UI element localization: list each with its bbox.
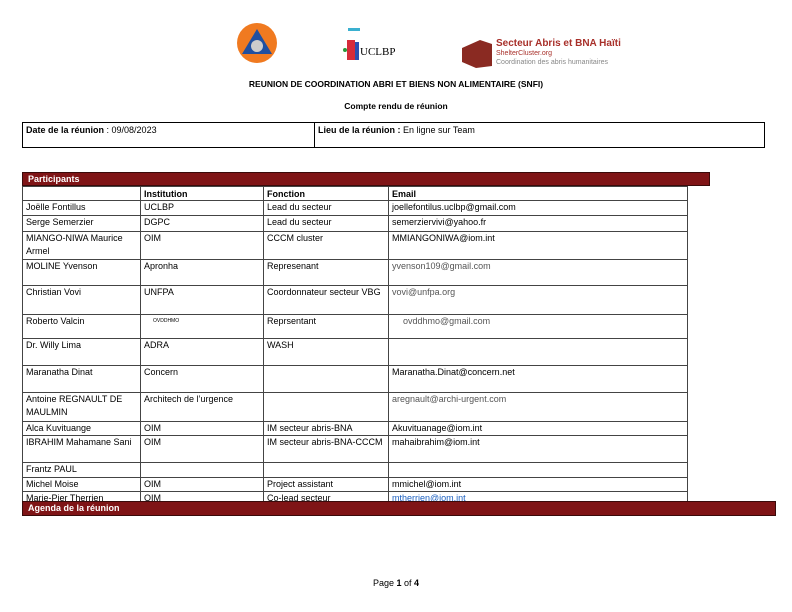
institution-cell: OVDDHMO <box>140 313 264 339</box>
institution-cell: ADRA <box>140 337 264 366</box>
meeting-location: Lieu de la réunion : En ligne sur Team <box>318 125 475 135</box>
email-cell: aregnault@archi-urgent.com <box>388 391 688 422</box>
fonction-cell <box>263 364 389 393</box>
document-title: REUNION DE COORDINATION ABRI ET BIENS NO… <box>248 79 544 89</box>
institution-cell <box>140 462 264 478</box>
email-cell: semerziervivi@yahoo.fr <box>388 214 688 232</box>
participant-name-cell: Antoine REGNAULT DE MAULMIN <box>22 391 141 422</box>
participant-name-cell: Frantz PAUL <box>22 462 141 478</box>
participant-name-cell: MIANGO-NIWA Maurice Armel <box>22 230 141 260</box>
participant-name-cell: Roberto Valcin <box>22 313 141 339</box>
email-cell: yvenson109@gmail.com <box>388 258 688 286</box>
participants-header: Participants <box>22 172 710 186</box>
email-cell: mmichel@iom.int <box>388 476 688 492</box>
participants-table: Institution Fonction Email Joëlle Fontil… <box>22 186 688 507</box>
email-cell <box>388 337 688 366</box>
shelter-cluster-logo: Secteur Abris et BNA Haïti ShelterCluste… <box>462 38 632 70</box>
participant-name-cell: Dr. Willy Lima <box>22 337 141 366</box>
participant-name-cell: IBRAHIM Mahamane Sani <box>22 435 141 463</box>
email-cell: vovi@unfpa.org <box>388 284 688 315</box>
institution-cell: Architech de l’urgence <box>140 391 264 422</box>
meeting-date: Date de la réunion : 09/08/2023 <box>23 123 315 147</box>
institution-cell: OIM <box>140 476 264 492</box>
uclbp-logo: UCLBP <box>342 28 402 64</box>
email-cell: joellefontilus.uclbp@gmail.com <box>388 200 688 216</box>
fonction-cell: Project assistant <box>263 476 389 492</box>
institution-cell: Concern <box>140 364 264 393</box>
fonction-cell: Lead du secteur <box>263 214 389 232</box>
institution-cell: DGPC <box>140 214 264 232</box>
email-cell: MMIANGONIWA@iom.int <box>388 230 688 260</box>
institution-cell: UNFPA <box>140 284 264 315</box>
document-subtitle: Compte rendu de réunion <box>344 101 448 111</box>
fonction-cell <box>263 391 389 422</box>
fonction-cell: IM secteur abris-BNA-CCCM <box>263 435 389 463</box>
fonction-cell <box>263 462 389 478</box>
table-row: Frantz PAUL <box>22 462 688 478</box>
dpc-logo <box>236 22 278 64</box>
email-cell: Maranatha.Dinat@concern.net <box>388 364 688 393</box>
email-cell: ovddhmo@gmail.com <box>388 313 688 339</box>
email-cell: mahaibrahim@iom.int <box>388 435 688 463</box>
participant-name-cell: Maranatha Dinat <box>22 364 141 393</box>
fonction-cell: WASH <box>263 337 389 366</box>
agenda-header: Agenda de la réunion <box>22 501 776 516</box>
participant-name-cell: Michel Moise <box>22 476 141 492</box>
participant-name-cell: Alca Kuvituange <box>22 420 141 436</box>
fonction-cell: Reprsentant <box>263 313 389 339</box>
participant-name-cell: MOLINE Yvenson <box>22 258 141 286</box>
institution-cell: OIM <box>140 420 264 436</box>
meeting-info-box: Date de la réunion : 09/08/2023 Lieu de … <box>22 122 765 148</box>
institution-cell: UCLBP <box>140 200 264 216</box>
institution-cell: OIM <box>140 435 264 463</box>
fonction-cell: CCCM cluster <box>263 230 389 260</box>
fonction-cell: Represenant <box>263 258 389 286</box>
participant-name-cell: Christian Vovi <box>22 284 141 315</box>
fonction-cell: IM secteur abris-BNA <box>263 420 389 436</box>
page-footer: Page 1 of 4 <box>372 578 420 588</box>
email-link[interactable]: mtherrien@iom.int <box>392 493 466 503</box>
participant-name-cell: Joëlle Fontillus <box>22 200 141 216</box>
table-header-row: Institution Fonction Email <box>22 186 688 201</box>
email-cell: Akuvituanage@iom.int <box>388 420 688 436</box>
institution-cell: Apronha <box>140 258 264 286</box>
institution-cell: OIM <box>140 230 264 260</box>
fonction-cell: Coordonnateur secteur VBG <box>263 284 389 315</box>
fonction-cell: Lead du secteur <box>263 200 389 216</box>
email-cell <box>388 462 688 478</box>
participant-name-cell: Serge Semerzier <box>22 214 141 232</box>
